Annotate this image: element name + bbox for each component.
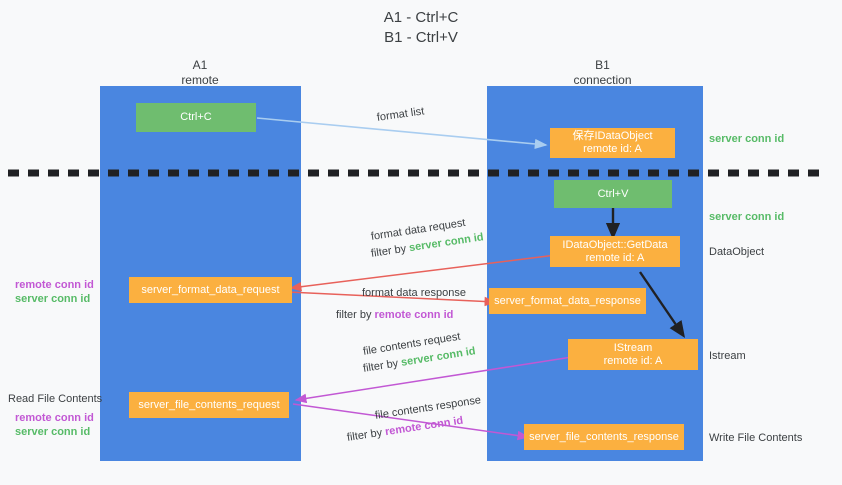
node-ctrl-c[interactable]: Ctrl+C: [136, 103, 256, 132]
edge-format-data-request-filter-prefix: filter by: [370, 242, 411, 260]
page-title: A1 - Ctrl+C B1 - Ctrl+V: [0, 8, 842, 48]
edge-file-contents-response-filter-prefix: filter by: [346, 426, 387, 444]
node-ctrl-v-label: Ctrl+V: [597, 187, 629, 200]
edge-format-data-response-line1: format data response: [362, 287, 466, 299]
edge-file-contents-request-filter-prefix: filter by: [362, 356, 403, 375]
right-label-write-file-contents: Write File Contents: [709, 432, 803, 444]
node-ctrl-c-label: Ctrl+C: [180, 111, 212, 123]
node-getdata[interactable]: IDataObject::GetData remote id: A: [550, 236, 680, 267]
right-label-server-conn-id-mid: server conn id: [709, 211, 785, 223]
node-server-format-data-response[interactable]: server_format_data_response: [489, 288, 646, 314]
column-header-a1: A1 remote: [120, 58, 280, 88]
left-label-server-conn-id-2: server conn id: [15, 426, 91, 438]
edge-label-format-list-text: format list: [376, 105, 426, 124]
node-idataobject[interactable]: 保存IDataObject remote id: A: [550, 128, 675, 158]
node-server-file-contents-response[interactable]: server_file_contents_response: [524, 424, 684, 450]
node-istream-line2: remote id: A: [603, 354, 663, 367]
node-idataobject-line2: remote id: A: [583, 143, 642, 155]
title-line-1: A1 - Ctrl+C: [383, 9, 459, 26]
left-label-server-conn-id-1: server conn id: [15, 293, 91, 305]
node-getdata-line1: IDataObject::GetData: [562, 238, 668, 251]
edge-format-data-response-filter-prefix: filter by: [336, 309, 375, 321]
edge-format-data-response-filter-key: remote conn id: [374, 309, 454, 321]
left-label-read-file-contents: Read File Contents: [8, 393, 103, 405]
left-label-remote-conn-id-1: remote conn id: [15, 279, 94, 291]
node-istream-line1: IStream: [613, 341, 653, 354]
node-ctrl-v[interactable]: Ctrl+V: [554, 180, 672, 208]
node-istream[interactable]: IStream remote id: A: [568, 339, 698, 370]
edge-label-format-list: format list: [376, 105, 425, 125]
node-server-format-data-request[interactable]: server_format_data_request: [129, 277, 292, 303]
node-server-format-data-response-label: server_format_data_response: [494, 294, 641, 307]
right-label-server-conn-id-top: server conn id: [709, 133, 785, 145]
edge-label-format-data-request: format data request filter by server con…: [370, 217, 484, 261]
right-label-istream: Istream: [709, 350, 746, 362]
title-line-2: B1 - Ctrl+V: [384, 29, 458, 46]
column-b1-name: B1: [595, 58, 610, 72]
column-header-b1: B1 connection: [515, 58, 690, 88]
node-server-file-contents-response-label: server_file_contents_response: [529, 430, 679, 443]
column-a1-name: A1: [192, 58, 208, 72]
node-server-file-contents-request-label: server_file_contents_request: [138, 398, 280, 411]
node-idataobject-line1: 保存IDataObject: [572, 130, 653, 142]
column-a1-sub: remote: [181, 73, 219, 87]
left-label-remote-conn-id-2: remote conn id: [15, 412, 94, 424]
edge-label-file-contents-request: file contents request filter by server c…: [362, 331, 476, 376]
node-server-format-data-request-label: server_format_data_request: [141, 283, 280, 296]
node-getdata-line2: remote id: A: [585, 251, 645, 264]
column-b1-sub: connection: [573, 73, 632, 87]
right-label-dataobject: DataObject: [709, 246, 765, 258]
node-server-file-contents-request[interactable]: server_file_contents_request: [129, 392, 289, 418]
edge-label-format-data-response: format data response filter by remote co…: [336, 286, 466, 322]
edge-label-file-contents-response: file contents response filter by remote …: [346, 394, 482, 445]
